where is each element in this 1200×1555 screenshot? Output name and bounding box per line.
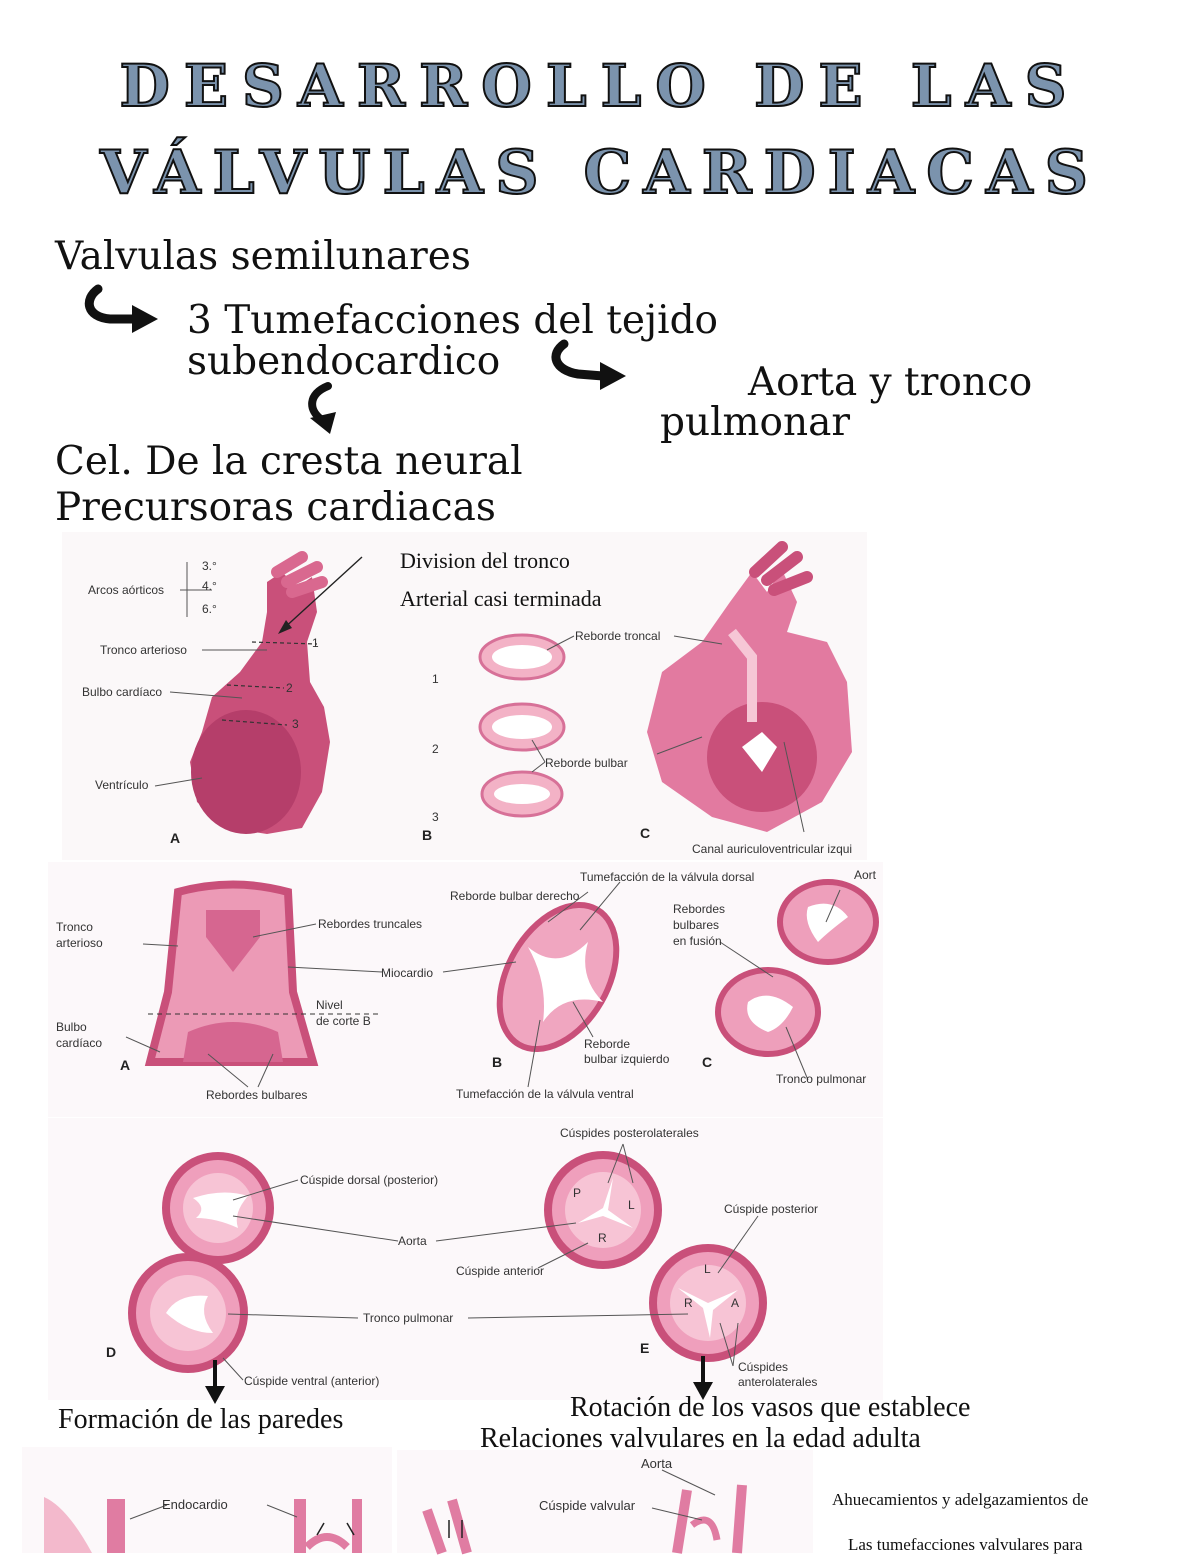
endocardium-diagram	[44, 1497, 362, 1553]
label-arco4: 4.°	[202, 579, 217, 593]
figure-3: Cúspide dorsal (posterior) Aorta Tronco …	[48, 1118, 883, 1400]
note-cresta-1: Cel. De la cresta neural	[55, 439, 523, 484]
label-tronco-1: Tronco	[56, 920, 93, 934]
label-bulbo-1: Bulbo	[56, 1020, 87, 1034]
label-arco6: 6.°	[202, 602, 217, 616]
page-title-line1: DESARROLLO DE LAS	[119, 51, 1081, 121]
note-aorta-2: pulmonar	[660, 400, 851, 445]
label-rebordes-bulbares: Rebordes bulbares	[206, 1088, 308, 1102]
label-tronco-pulmonar: Tronco pulmonar	[363, 1311, 454, 1325]
label-bulbo-2: cardíaco	[56, 1036, 103, 1050]
label-reborde-bulbar: Reborde bulbar	[545, 756, 628, 770]
figure-4-right: Aorta Cúspide valvular	[397, 1450, 813, 1555]
curved-arrow-icon	[308, 382, 336, 434]
label-p: P	[573, 1186, 582, 1200]
truncus-diagram	[125, 879, 879, 1088]
label-fusion-1: Rebordes	[673, 902, 726, 916]
label-fig2-c: C	[702, 1054, 713, 1070]
label-nivel-1: Nivel	[316, 998, 343, 1012]
label-aorta: Aorta	[641, 1456, 673, 1471]
label-tum-ventral: Tumefacción de la válvula ventral	[456, 1087, 634, 1101]
cusp-diagram	[422, 1469, 747, 1555]
label-endocardio: Endocardio	[162, 1497, 228, 1512]
curved-arrow-icon	[551, 339, 626, 390]
note-tumefacciones-2: subendocardico	[187, 339, 501, 384]
note-paredes: Formación de las paredes	[58, 1404, 344, 1435]
note-ahuecamientos-2: Las tumefacciones valvulares para	[848, 1535, 1083, 1554]
label-bulbo-cardiaco: Bulbo cardíaco	[82, 685, 163, 699]
note-cresta-2: Precursoras cardiacas	[55, 485, 496, 530]
label-fig1-b: B	[422, 827, 433, 843]
label-anterolaterales-1: Cúspides	[738, 1360, 789, 1374]
figure-2: Tronco arterioso Rebordes truncales Mioc…	[48, 862, 883, 1117]
label-arco3: 3.°	[202, 559, 217, 573]
label-fig1-c: C	[640, 825, 651, 841]
label-cuspide-anterior: Cúspide anterior	[456, 1264, 545, 1278]
label-a2: A	[731, 1296, 740, 1310]
label-arcos-aorticos: Arcos aórticos	[88, 583, 165, 597]
figure-4-left: Endocardio	[22, 1447, 392, 1553]
label-r2: R	[684, 1296, 693, 1310]
label-l: L	[628, 1198, 635, 1212]
label-rebordes-truncales: Rebordes truncales	[318, 917, 423, 931]
down-arrow-icon	[693, 1356, 713, 1400]
label-r: R	[598, 1231, 607, 1245]
note-tumefacciones-1: 3 Tumefacciones del tejido	[187, 298, 719, 343]
label-fig1-a: A	[170, 830, 181, 846]
label-reborde-izq-2: bulbar izquierdo	[584, 1052, 670, 1066]
label-reborde-troncal: Reborde troncal	[575, 629, 661, 643]
label-aorta: Aorta	[398, 1234, 427, 1248]
label-tum-dorsal: Tumefacción de la válvula dorsal	[580, 870, 755, 884]
valves-diagram	[128, 1143, 767, 1381]
note-aorta-1: Aorta y tronco	[748, 360, 1033, 405]
note-rotacion-2: Relaciones valvulares en la edad adulta	[480, 1423, 921, 1454]
label-aorta: Aort	[854, 868, 877, 882]
page-title-line2: VÁLVULAS CARDIACAS	[99, 137, 1100, 209]
label-nivel-2: de corte B	[316, 1014, 371, 1028]
label-b2: 2	[432, 742, 439, 756]
label-cuspide-posterior: Cúspide posterior	[724, 1202, 819, 1216]
label-cuspide-dorsal: Cúspide dorsal (posterior)	[300, 1173, 439, 1187]
label-tronco-pulmonar: Tronco pulmonar	[776, 1072, 867, 1086]
label-fig2-a: A	[120, 1057, 131, 1073]
label-posterolaterales: Cúspides posterolaterales	[560, 1126, 699, 1140]
label-fusion-2: bulbares	[673, 918, 720, 932]
label-fig3-d: D	[106, 1344, 117, 1360]
note-division-2: Arterial casi terminada	[400, 586, 602, 611]
label-cuspide-valvular: Cúspide valvular	[539, 1498, 636, 1513]
label-fusion-3: en fusión	[673, 934, 722, 948]
label-miocardio: Miocardio	[381, 966, 434, 980]
note-rotacion-1: Rotación de los vasos que establece	[570, 1392, 971, 1423]
label-anterolaterales-2: anterolaterales	[738, 1375, 818, 1389]
note-semilunares: Valvulas semilunares	[55, 234, 471, 279]
note-ahuecamientos-1: Ahuecamientos y adelgazamientos de	[832, 1490, 1089, 1509]
label-canal: Canal auriculoventricular izqui	[692, 842, 853, 856]
figure-1: 3.° 4.° 6.° Arcos aórticos Tronco arteri…	[62, 532, 867, 860]
label-fig2-b: B	[492, 1054, 503, 1070]
label-cuspide-ventral: Cúspide ventral (anterior)	[244, 1374, 380, 1388]
label-b3: 3	[432, 810, 439, 824]
label-l2: L	[704, 1262, 711, 1276]
label-n2: 2	[286, 681, 293, 695]
note-division-1: Division del tronco	[400, 548, 570, 573]
label-fig3-e: E	[640, 1340, 650, 1356]
curved-arrow-icon	[84, 284, 158, 333]
label-ventriculo: Ventrículo	[95, 778, 149, 792]
down-arrow-icon	[205, 1360, 225, 1404]
label-n3: 3	[292, 717, 299, 731]
heart-diagram-a	[154, 541, 852, 834]
label-n1: 1	[312, 636, 319, 650]
label-b1: 1	[432, 672, 439, 686]
label-tronco-arterioso: Tronco arterioso	[100, 643, 187, 657]
label-reborde-izq-1: Reborde	[584, 1037, 631, 1051]
label-reborde-derecho: Reborde bulbar derecho	[450, 889, 580, 903]
label-tronco-2: arterioso	[56, 936, 103, 950]
